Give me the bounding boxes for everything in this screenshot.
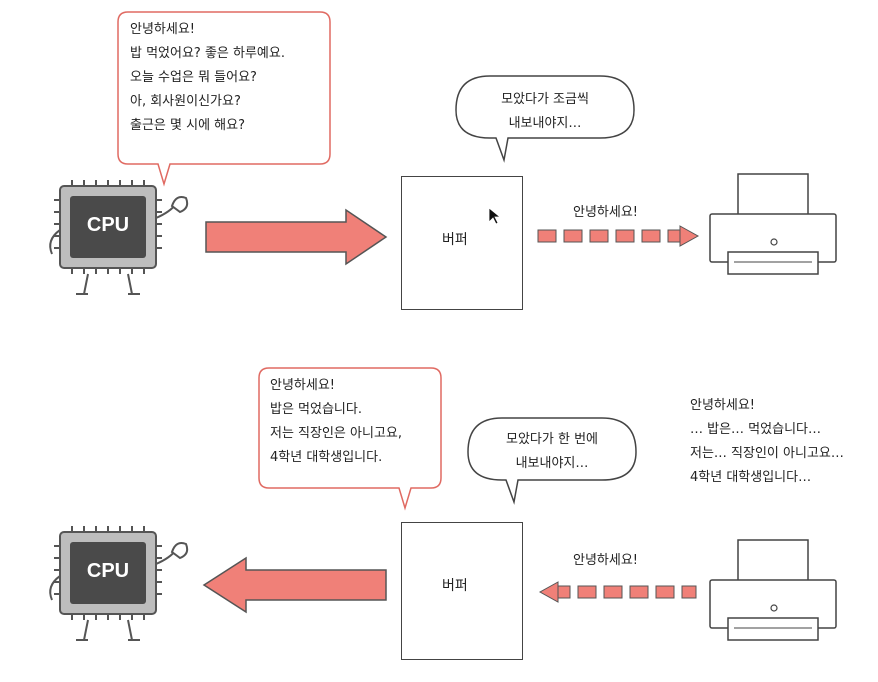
dashed-arrow-label: 안녕하세요!	[573, 553, 639, 568]
dashed-arrow-label: 안녕하세요!	[573, 205, 639, 220]
cpu-bubble-line: 아, 회사원이신가요?	[130, 94, 241, 109]
cpu-chip-icon	[49, 526, 189, 641]
cpu-chip-icon	[49, 180, 189, 295]
cpu-label: CPU	[86, 214, 130, 236]
mouse-cursor-icon	[488, 207, 501, 225]
printer-icon	[709, 539, 837, 641]
printer-icon	[709, 173, 837, 275]
cpu-bubble-line: 저는 직장인은 아니고요,	[270, 426, 402, 441]
cpu-bubble-line: 밥 먹었어요? 좋은 하루예요.	[130, 46, 285, 61]
output-dashed-arrow-right	[537, 225, 700, 247]
printer-text-line: 안녕하세요!	[690, 398, 756, 413]
cpu-bubble-line: 출근은 몇 시에 해요?	[130, 118, 245, 133]
printer-text-line: 저는… 직장인이 아니고요…	[690, 446, 844, 461]
cpu-bubble-line: 안녕하세요!	[130, 22, 196, 37]
buffer-speech-bubble	[455, 75, 635, 163]
buffer-label: 버퍼	[442, 232, 468, 248]
buffer-label: 버퍼	[442, 578, 468, 594]
input-dashed-arrow-left	[538, 581, 697, 603]
buffer-bubble-line: 내보내야지…	[508, 116, 582, 131]
cpu-bubble-line: 밥은 먹었습니다.	[270, 402, 362, 417]
cpu-bubble-line: 4학년 대학생입니다.	[270, 450, 383, 465]
printer-text-line: 4학년 대학생입니다…	[690, 470, 812, 485]
input-arrow-right	[205, 208, 388, 266]
cpu-bubble-line: 오늘 수업은 뭐 들어요?	[130, 70, 257, 85]
buffer-box: 버퍼	[401, 176, 523, 310]
cpu-bubble-line: 안녕하세요!	[270, 378, 336, 393]
cpu-speech-bubble	[258, 367, 442, 511]
buffer-bubble-line: 내보내야지…	[515, 456, 589, 471]
buffer-bubble-line: 모았다가 조금씩	[501, 92, 589, 107]
buffer-speech-bubble	[467, 417, 637, 505]
buffer-bubble-line: 모았다가 한 번에	[506, 432, 598, 447]
cpu-speech-bubble	[117, 11, 331, 187]
input-arrow-left	[202, 556, 387, 614]
cpu-label: CPU	[86, 560, 130, 582]
printer-text-line: … 밥은… 먹었습니다…	[690, 422, 821, 437]
buffer-box: 버퍼	[401, 522, 523, 660]
